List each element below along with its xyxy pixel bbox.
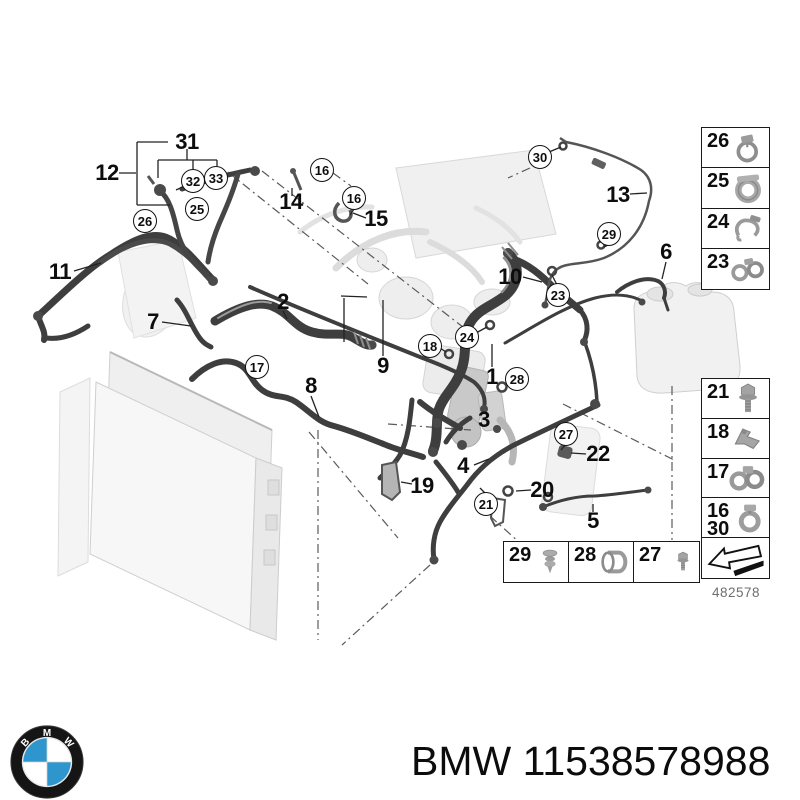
callout-32: 32 — [181, 169, 205, 193]
callout-33: 33 — [204, 166, 228, 190]
legend-panel-top: 26 25 24 23 — [701, 127, 770, 290]
legend-item-direction — [702, 538, 769, 578]
callout-3: 3 — [478, 407, 490, 432]
hose-25-down — [157, 188, 210, 278]
callout-5: 5 — [587, 508, 599, 533]
legend-panel-bottom-row: 29 28 27 — [503, 541, 700, 583]
legend-panel-bottom: 21 18 17 16 30 — [701, 378, 770, 579]
callout-30: 30 — [528, 145, 552, 169]
bmw-logo: B M W — [10, 725, 84, 799]
callout-17: 17 — [245, 355, 269, 379]
expanding-rivet-icon — [542, 549, 558, 574]
legend-item-26: 26 — [702, 128, 769, 169]
callout-8: 8 — [305, 373, 317, 398]
hose-5 — [541, 488, 650, 509]
legend-label: 27 — [639, 544, 662, 566]
logo-letter: M — [43, 728, 51, 739]
line-13 — [543, 140, 653, 306]
legend-item-24: 24 — [702, 209, 769, 249]
callout-1: 1 — [486, 364, 498, 389]
legend-label: 30 — [707, 518, 730, 541]
callout-19: 19 — [410, 473, 434, 498]
callout-2: 2 — [277, 289, 289, 314]
callout-20: 20 — [530, 477, 554, 502]
legend-label: 28 — [574, 544, 597, 566]
callout-28: 28 — [505, 367, 529, 391]
legend-item-28: 28 — [569, 542, 634, 582]
legend-item-16-30: 16 30 — [702, 498, 769, 541]
fittings — [33, 136, 652, 565]
callout-10: 10 — [498, 264, 522, 289]
legend-label: 25 — [707, 170, 730, 193]
connector-sleeve-icon — [601, 550, 628, 574]
logo-quadrant-blue — [23, 738, 47, 762]
legend-label: 17 — [707, 460, 730, 483]
callout-4: 4 — [457, 453, 469, 478]
callout-27: 27 — [554, 422, 578, 446]
logo-quadrant-blue — [47, 762, 71, 786]
legend-item-25: 25 — [702, 168, 769, 209]
hose-8 — [189, 358, 426, 460]
legend-item-18: 18 — [702, 419, 769, 459]
diagram-number: 482578 — [711, 585, 761, 600]
callout-14: 14 — [279, 189, 303, 214]
holder-clip-icon — [735, 215, 761, 242]
callout-12: 12 — [95, 160, 119, 185]
legend-item-27: 27 — [634, 542, 699, 582]
legend-item-29: 29 — [504, 542, 569, 582]
legend-item-23: 23 — [702, 249, 769, 289]
bracket-clip-icon — [734, 428, 761, 450]
hose-6 — [615, 277, 667, 300]
double-clamp-icon — [731, 258, 764, 282]
callout-21: 21 — [474, 492, 498, 516]
legend-label: 26 — [707, 130, 730, 152]
callout-13: 13 — [606, 182, 630, 207]
legend-label: 29 — [509, 544, 532, 566]
callout-24: 24 — [455, 325, 479, 349]
callout-31: 31 — [175, 129, 199, 154]
rubber-sleeve-icon — [735, 174, 761, 204]
callout-16: 16 — [310, 158, 334, 182]
callout-11: 11 — [48, 259, 72, 284]
hose-7 — [174, 297, 214, 350]
legend-item-21: 21 — [702, 379, 769, 419]
callout-18: 18 — [418, 334, 442, 358]
callout-23: 23 — [546, 283, 570, 307]
legend-label: 16 — [707, 500, 730, 523]
direction-arrow-icon — [706, 544, 764, 577]
hose-23 — [503, 293, 644, 345]
callout-7: 7 — [147, 309, 159, 334]
callout-26: 26 — [133, 209, 157, 233]
legend-label: 21 — [707, 381, 730, 403]
callout-25: 25 — [185, 197, 209, 221]
part-number-text: BMW 11538578988 — [411, 738, 771, 784]
clamp-assembly-icon — [729, 466, 765, 491]
callout-16: 16 — [342, 186, 366, 210]
hose-clamp-icon — [736, 134, 758, 163]
legend-item-17: 17 — [702, 459, 769, 499]
callout-9: 9 — [377, 353, 389, 378]
callout-29: 29 — [597, 222, 621, 246]
legend-label: 24 — [707, 210, 730, 233]
callout-6: 6 — [660, 239, 672, 264]
callout-22: 22 — [586, 441, 610, 466]
hose-4 — [430, 402, 601, 562]
hose-9 — [248, 285, 487, 410]
hex-bolt-icon — [739, 383, 757, 413]
hose-2 — [210, 299, 377, 350]
legend-label: 23 — [707, 250, 730, 273]
reference-lines — [227, 167, 677, 646]
ring-clamp-icon — [738, 504, 761, 533]
legend-label: 18 — [707, 420, 730, 443]
hex-bolt-small-icon — [677, 551, 689, 571]
radiator-assembly — [57, 351, 283, 641]
callout-15: 15 — [364, 206, 388, 231]
